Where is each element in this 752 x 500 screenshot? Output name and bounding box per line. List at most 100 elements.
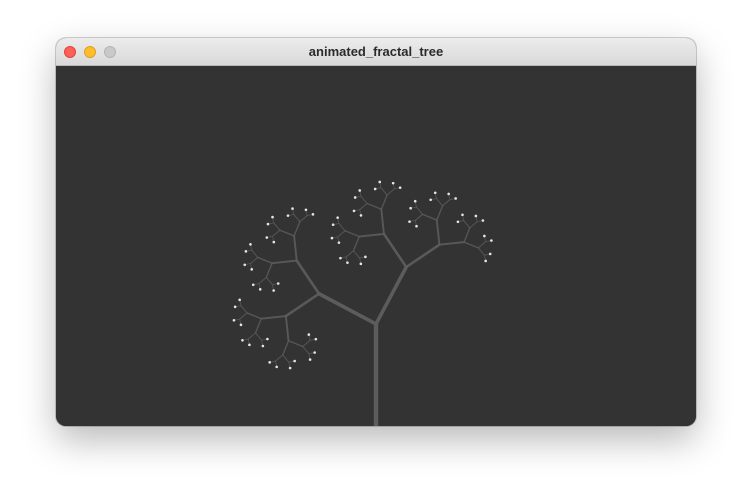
tree-branch <box>247 332 257 340</box>
tree-branch <box>352 235 360 252</box>
branch-tip <box>364 255 367 259</box>
title-bar[interactable]: animated_fractal_tree <box>56 38 696 66</box>
tree-branch <box>477 247 485 256</box>
tree-branch <box>337 230 346 238</box>
tree-branch <box>359 203 368 211</box>
branch-tip <box>474 214 478 218</box>
tree-branch <box>438 241 466 246</box>
tree-branch <box>293 220 301 237</box>
tree-branch <box>239 312 248 320</box>
tree-branch <box>302 339 311 347</box>
tree-branch <box>477 241 487 249</box>
tree-branch <box>299 215 308 223</box>
branch-tip <box>271 215 274 219</box>
tree-branch <box>435 219 441 246</box>
tree-branch <box>338 222 346 232</box>
tree-branch <box>435 198 444 207</box>
branch-tip <box>373 187 377 191</box>
close-button[interactable] <box>64 46 76 58</box>
tree-branch <box>251 249 259 258</box>
branch-tip <box>358 189 362 192</box>
branch-tip <box>488 252 492 256</box>
tree-branch <box>353 250 361 259</box>
branch-tip <box>243 263 247 267</box>
tree-branch <box>287 340 304 348</box>
tree-branch <box>271 259 298 265</box>
tree-branch <box>282 354 290 363</box>
tree-branch <box>345 250 355 258</box>
tree-branch <box>265 262 273 279</box>
tree-branch <box>265 276 273 286</box>
branch-tip <box>272 289 275 292</box>
branch-tip <box>447 192 450 196</box>
branch-tip <box>238 298 241 302</box>
branch-tip <box>352 209 356 213</box>
tree-branch <box>240 305 248 314</box>
branch-tip <box>304 208 308 212</box>
tree-branch <box>254 317 262 334</box>
branch-tip <box>266 222 270 226</box>
branch-tip <box>454 197 457 200</box>
tree-branch <box>284 315 290 342</box>
branch-tip <box>241 338 244 342</box>
branch-tip <box>433 191 437 195</box>
branch-tip <box>291 207 294 210</box>
branch-tip <box>413 199 417 203</box>
zoom-button[interactable] <box>104 46 116 58</box>
minimize-button[interactable] <box>84 46 96 58</box>
branch-tip <box>481 219 485 222</box>
tree-branch <box>386 188 395 196</box>
branch-tip <box>353 196 357 199</box>
tree-branch <box>257 256 273 264</box>
branch-tip <box>484 259 487 263</box>
tree-branch <box>260 315 287 320</box>
branch-tip <box>461 213 464 217</box>
tree-branch <box>284 292 321 318</box>
tree-branch <box>382 232 408 269</box>
tree-branch <box>469 221 478 229</box>
tree-branch <box>463 220 471 229</box>
tree-branch <box>282 340 290 356</box>
branch-tip <box>391 181 395 185</box>
branch-tip <box>314 337 318 341</box>
tree-branch <box>344 230 360 238</box>
app-window: animated_fractal_tree <box>56 38 696 426</box>
tree-branch <box>295 259 321 296</box>
tree-branch <box>463 227 471 243</box>
branch-tip <box>249 243 252 246</box>
branch-tip <box>415 224 418 228</box>
branch-tip <box>339 256 342 260</box>
branch-tip <box>313 351 316 354</box>
branch-tip <box>251 283 255 287</box>
branch-tip <box>293 359 296 363</box>
tree-branch <box>246 312 262 320</box>
branch-tip <box>359 214 363 217</box>
tree-branch <box>258 276 267 285</box>
branch-tip <box>409 206 412 210</box>
fractal-tree-canvas <box>232 180 493 426</box>
canvas-area[interactable] <box>56 66 696 426</box>
branch-tip <box>359 262 363 266</box>
tree-branch <box>421 213 438 221</box>
tree-branch <box>273 222 281 231</box>
branch-tip <box>330 236 334 240</box>
branch-tip <box>232 318 236 322</box>
tree-branch <box>302 345 310 355</box>
branch-tip <box>307 333 311 336</box>
branch-tip <box>311 213 315 216</box>
branch-tip <box>275 365 278 369</box>
branch-tip <box>429 198 432 202</box>
branch-tip <box>456 220 460 224</box>
tree-branch <box>293 213 301 223</box>
tree-branch <box>358 232 385 238</box>
tree-branch <box>360 195 368 205</box>
tree-branch <box>272 229 281 237</box>
tree-branch <box>380 194 388 210</box>
branch-tip <box>266 337 269 341</box>
tree-branch <box>415 206 424 215</box>
tree-branch <box>404 243 441 269</box>
tree-branch <box>250 256 259 265</box>
branch-tip <box>250 268 254 271</box>
tree-branch <box>255 332 263 341</box>
branch-tip <box>272 240 276 244</box>
